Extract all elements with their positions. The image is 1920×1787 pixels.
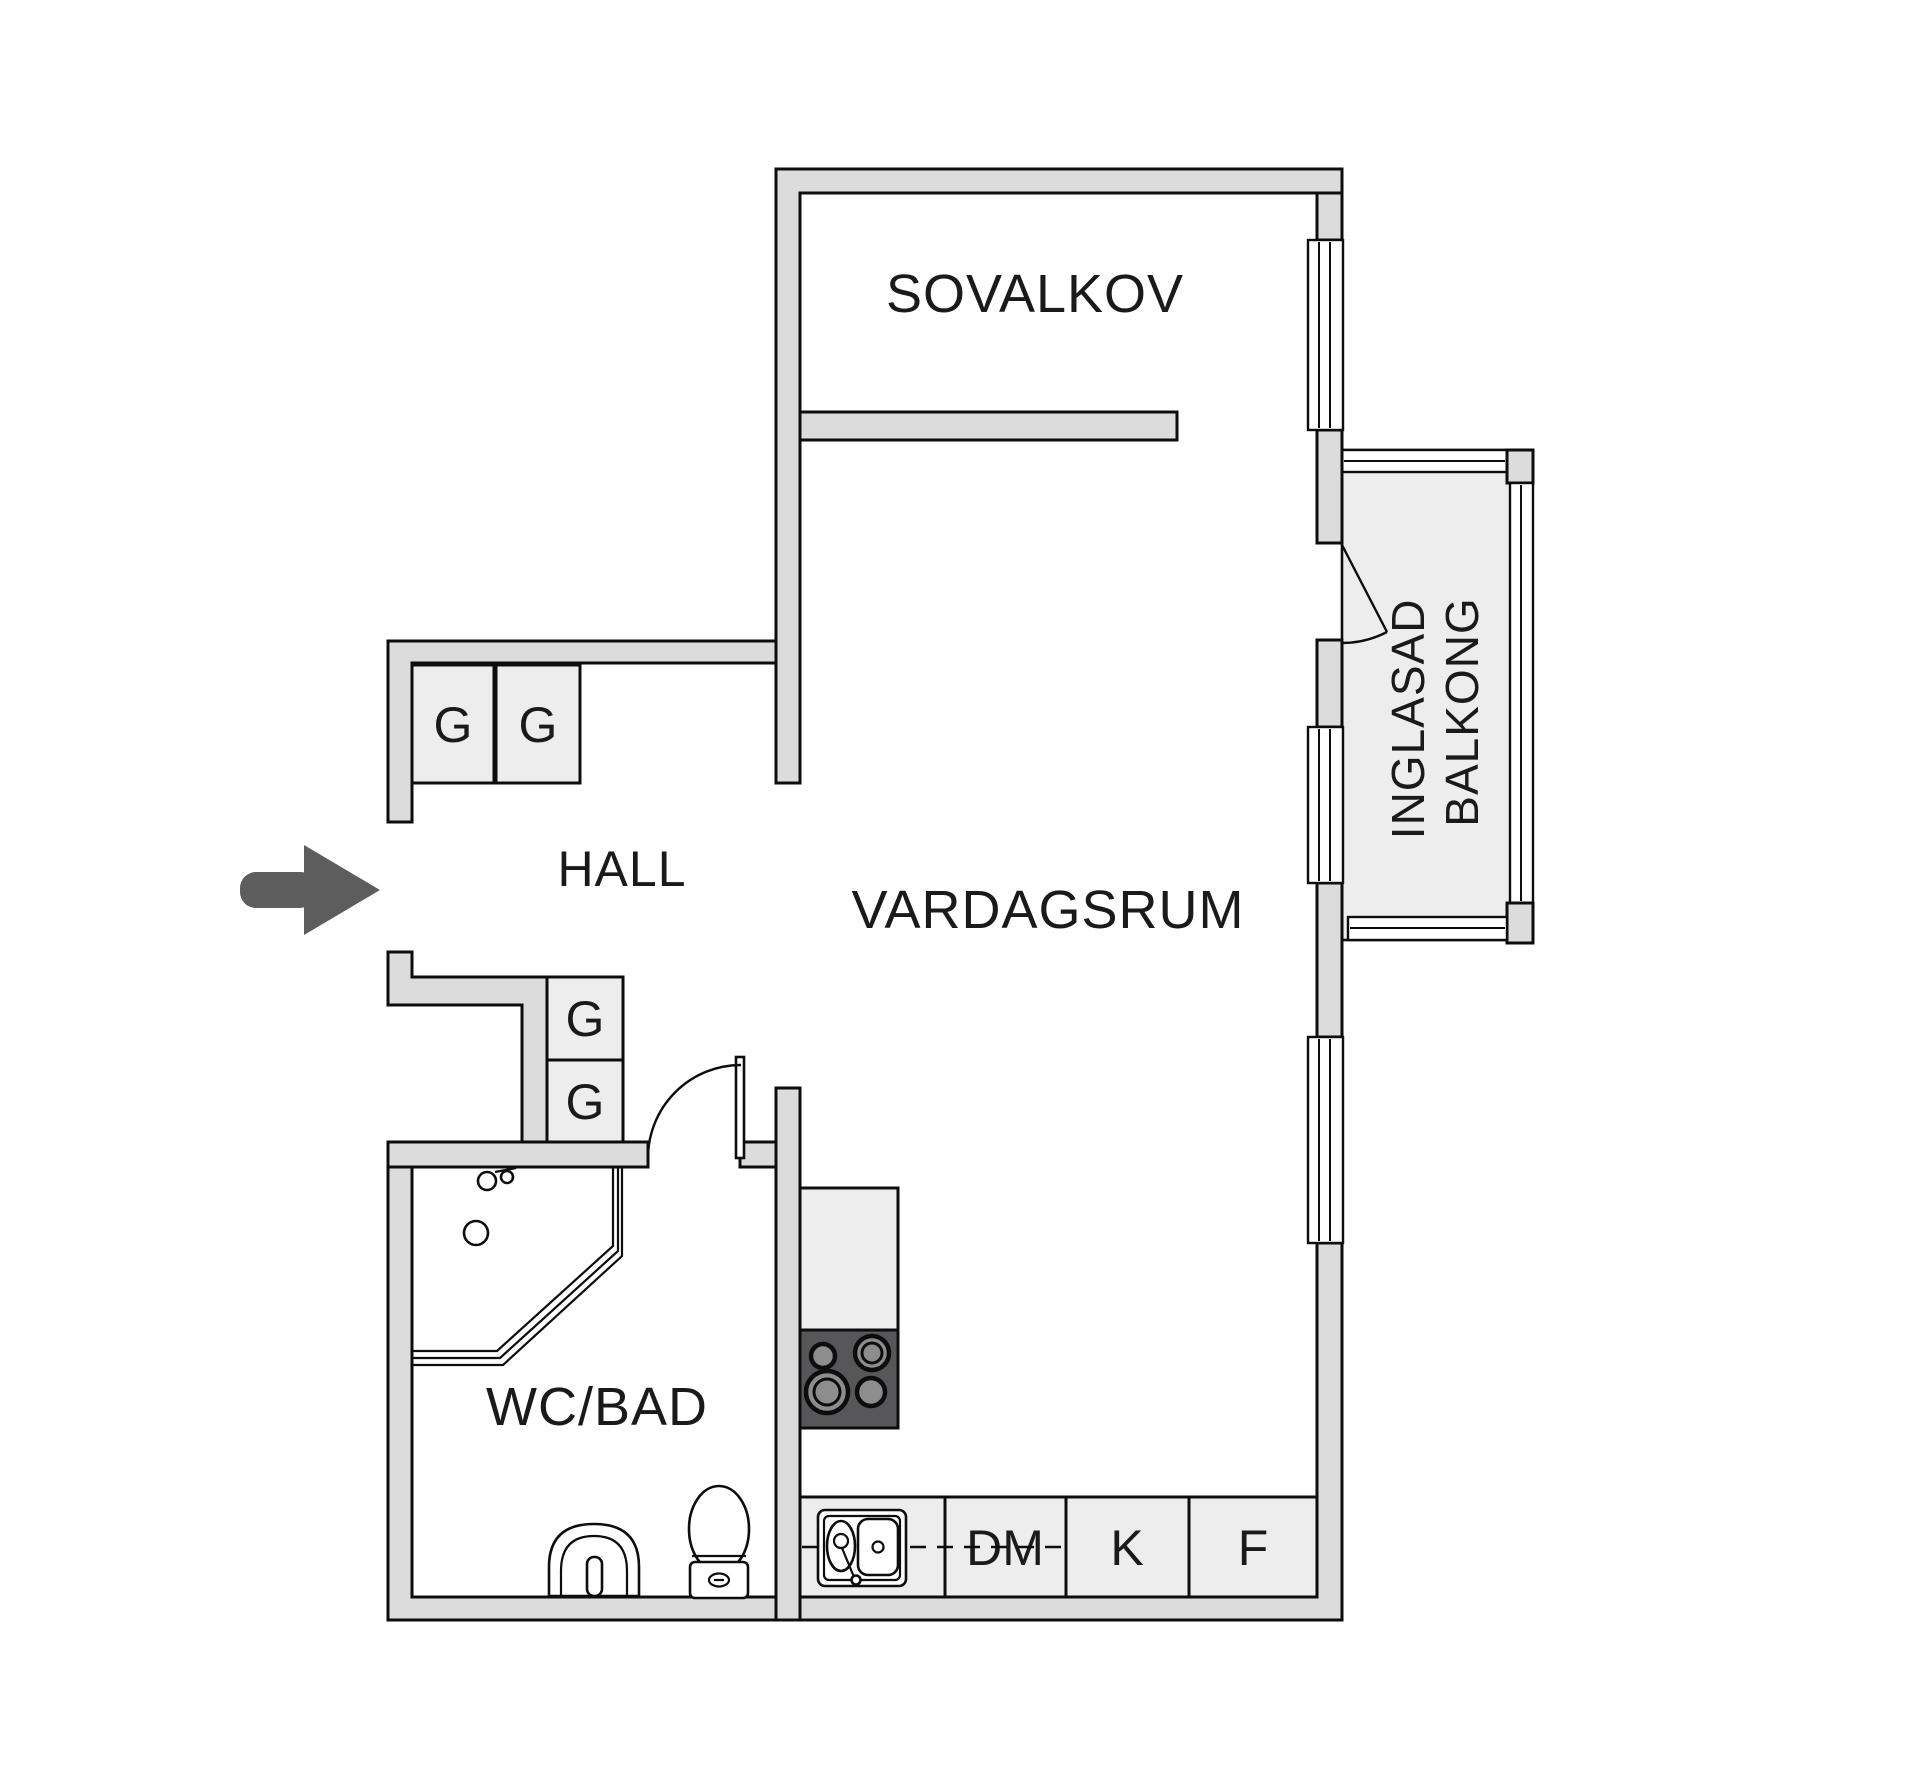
sink-faucet-knob bbox=[850, 1574, 862, 1586]
label-balcony-line1: INGLASAD bbox=[1382, 599, 1434, 840]
shower-glass-line2 bbox=[412, 1168, 620, 1360]
sink-faucet bbox=[832, 1532, 850, 1550]
label-wc-bad: WC/BAD bbox=[486, 1377, 708, 1437]
sink-basin-right bbox=[856, 1517, 900, 1577]
freezer-label: F bbox=[1238, 1520, 1269, 1576]
bathroom-door-leaf bbox=[734, 1055, 746, 1160]
entrance-arrow-icon bbox=[240, 845, 380, 935]
wall-bathroom-top bbox=[386, 1140, 650, 1169]
wall-right-seg-d bbox=[1315, 881, 1344, 1039]
wall-hall-top-left bbox=[386, 639, 778, 824]
balcony-door-leaf bbox=[1340, 544, 1389, 633]
kitchen-sink-icon bbox=[816, 1508, 908, 1588]
hall-wardrobes: G G G G bbox=[410, 663, 625, 1144]
shower-mixer-icon bbox=[476, 1166, 517, 1192]
burner-top-right-ring bbox=[860, 1341, 884, 1365]
wardrobe-box-3 bbox=[545, 975, 625, 1062]
wardrobe-label-2: G bbox=[519, 697, 558, 753]
toilet-icon bbox=[687, 1484, 751, 1600]
shower-glass-line3 bbox=[412, 1168, 624, 1367]
wall-sovalkov-half bbox=[798, 410, 1179, 442]
burner-top-right bbox=[852, 1333, 892, 1373]
label-hall: HALL bbox=[557, 841, 686, 897]
sink-faucet-lever bbox=[840, 1547, 856, 1578]
kitchen-cell-freezer bbox=[1187, 1495, 1319, 1599]
shower-mixer-knob-left bbox=[476, 1170, 498, 1192]
wardrobe-box-1 bbox=[410, 663, 496, 785]
wall-entry-lower-notch bbox=[386, 950, 549, 1144]
wardrobe-box-2 bbox=[494, 663, 582, 785]
entrance-arrow-head bbox=[304, 845, 380, 935]
wardrobe-label-3: G bbox=[566, 991, 605, 1047]
balcony-door-swing-arc bbox=[1341, 630, 1388, 645]
window-vardagsrum-upper bbox=[1306, 725, 1345, 885]
wall-right-seg-b bbox=[1315, 428, 1344, 545]
washbasin-tap bbox=[585, 1555, 604, 1598]
balcony-floor bbox=[1340, 448, 1514, 942]
kitchen: DM K F bbox=[798, 1186, 1319, 1599]
sink-basin-left bbox=[825, 1519, 857, 1573]
room-labels: SOVALKOV VARDAGSRUM HALL WC/BAD INGLASAD… bbox=[486, 264, 1488, 1437]
label-balcony: INGLASAD BALKONG bbox=[1382, 585, 1488, 839]
label-vardagsrum: VARDAGSRUM bbox=[851, 880, 1244, 940]
window-sovalkov bbox=[1306, 238, 1345, 432]
burner-bottom-left-ring bbox=[812, 1377, 842, 1407]
bathroom-fixtures bbox=[412, 1166, 751, 1600]
wardrobe-label-4: G bbox=[566, 1074, 605, 1130]
sink-inner-frame bbox=[822, 1514, 902, 1582]
shower-mixer-knob-right bbox=[499, 1169, 515, 1185]
glazed-balcony bbox=[1340, 448, 1535, 945]
wardrobe-box-4 bbox=[545, 1058, 625, 1144]
shower-mixer-bar bbox=[494, 1166, 517, 1174]
doors bbox=[646, 544, 1389, 1160]
sink-drain-right bbox=[871, 1540, 885, 1554]
label-sovalkov: SOVALKOV bbox=[886, 264, 1184, 324]
shower-drain bbox=[462, 1219, 490, 1247]
bathroom-door-swing-arc bbox=[646, 1063, 742, 1159]
burner-top-left bbox=[808, 1341, 838, 1371]
toilet-bowl bbox=[687, 1484, 751, 1574]
shower-glass-line1 bbox=[412, 1168, 615, 1353]
burner-bottom-left bbox=[803, 1368, 851, 1416]
balcony-post-top-right bbox=[1505, 448, 1535, 485]
fridge-label: K bbox=[1110, 1520, 1143, 1576]
label-balcony-line2: BALKONG bbox=[1436, 597, 1488, 826]
wall-bathroom-door-stub bbox=[738, 1140, 778, 1169]
wall-top-and-main-vertical bbox=[774, 167, 1344, 785]
wardrobe-label-1: G bbox=[434, 697, 473, 753]
washbasin-icon bbox=[547, 1522, 641, 1598]
wall-right-seg-c bbox=[1315, 638, 1344, 729]
washbasin-inner bbox=[559, 1534, 629, 1596]
kitchen-counter-upper bbox=[798, 1186, 900, 1332]
window-vardagsrum-lower bbox=[1306, 1035, 1345, 1245]
wall-right-seg-a bbox=[1315, 191, 1344, 242]
wall-kitchen-partition bbox=[774, 1086, 802, 1622]
balcony-post-bottom-right bbox=[1505, 901, 1535, 945]
windows bbox=[1306, 238, 1345, 1245]
burner-bottom-right bbox=[854, 1375, 888, 1409]
entrance-arrow-shaft bbox=[240, 872, 316, 908]
toilet-button bbox=[707, 1572, 731, 1588]
